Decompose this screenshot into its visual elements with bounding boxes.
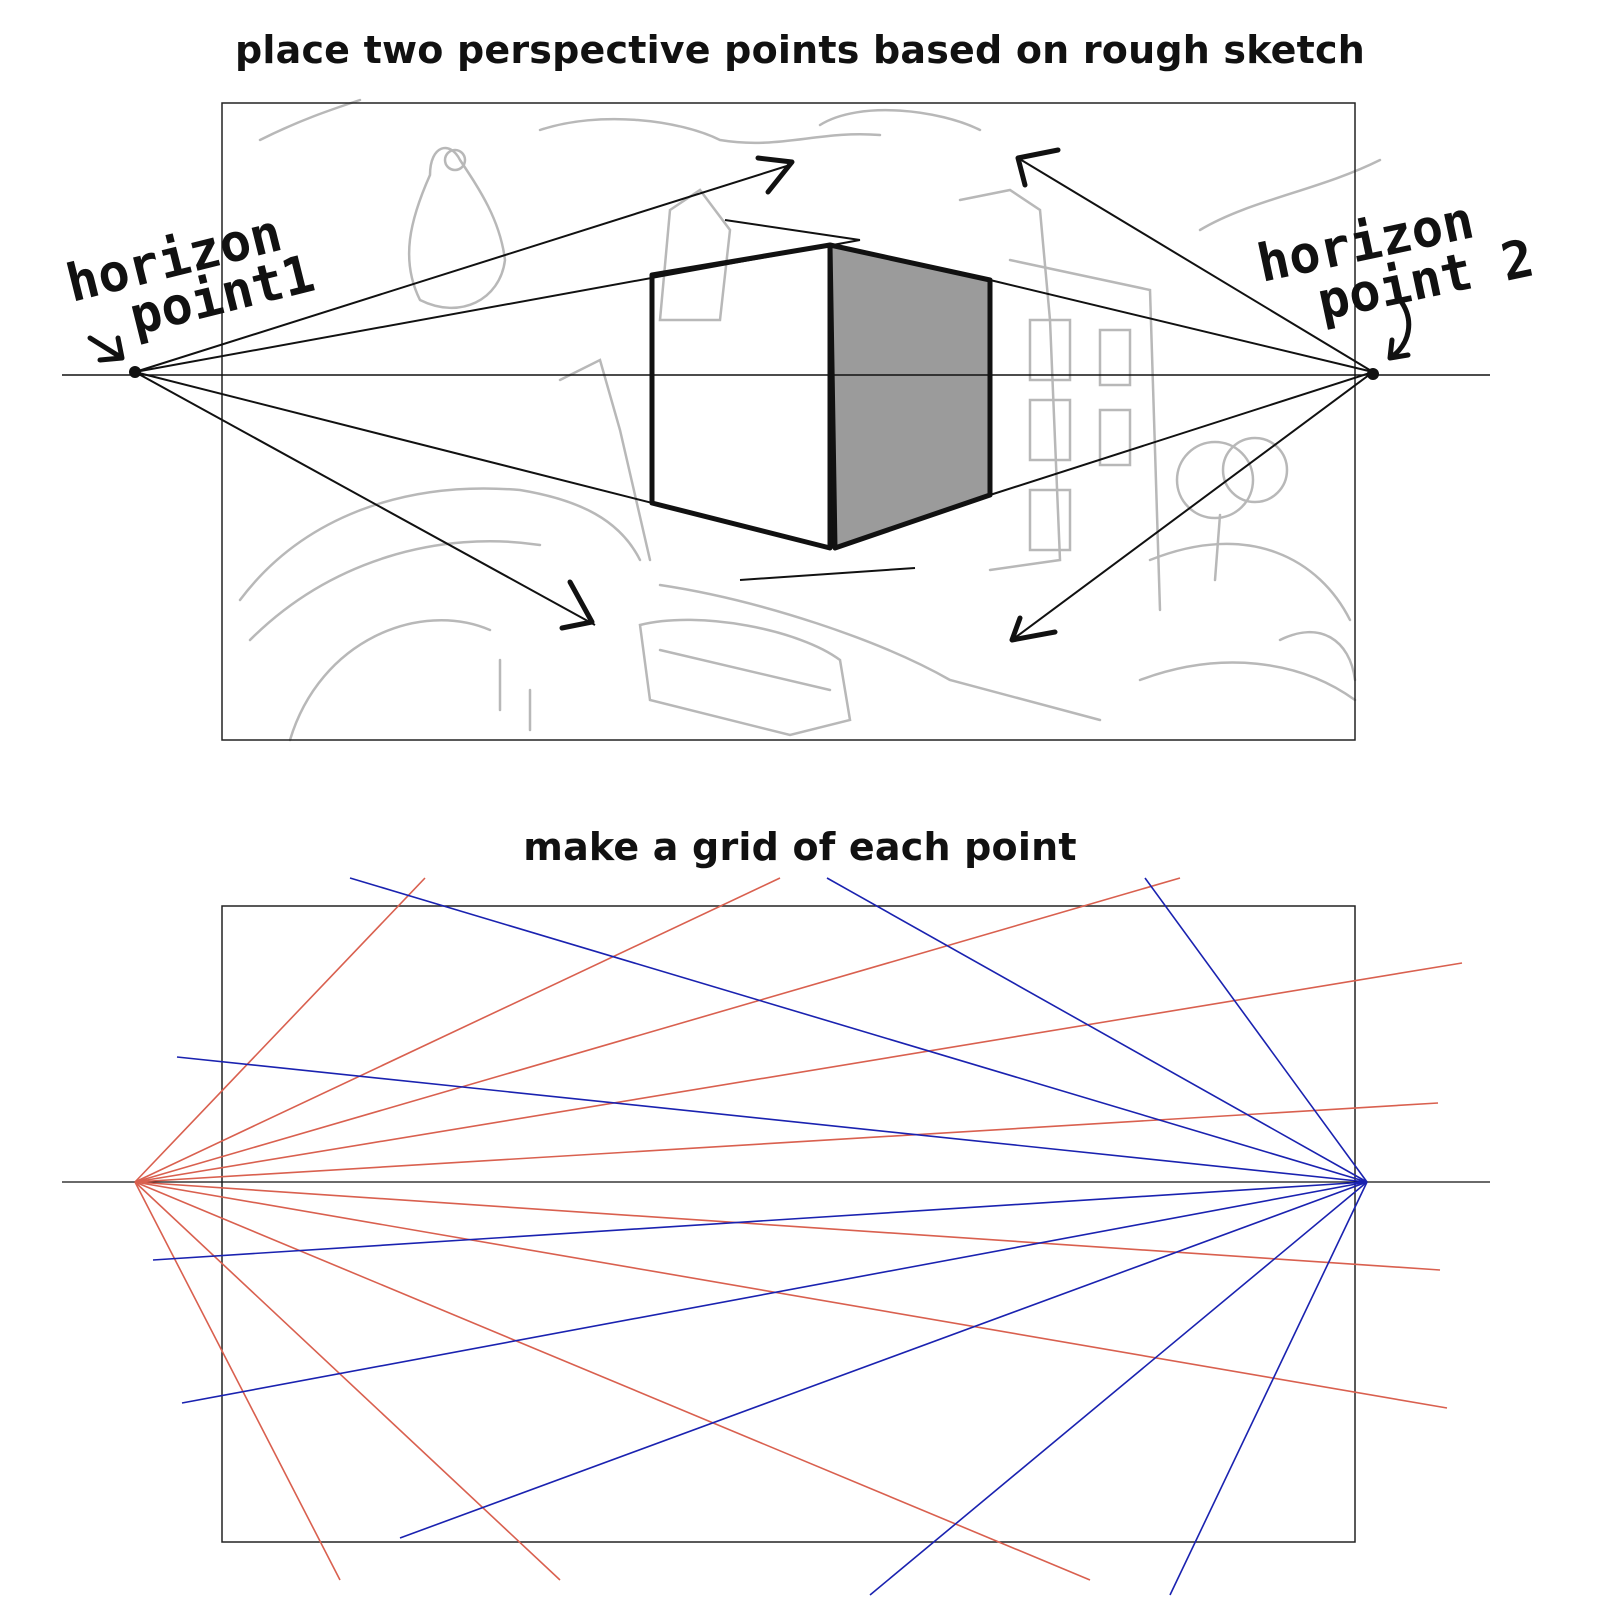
point2-grid-line [826, 877, 1368, 1183]
sketch-window [1098, 408, 1132, 467]
point1-grid-line [134, 962, 1463, 1183]
point2-grid-line [1144, 877, 1368, 1183]
sketch-window [1028, 318, 1072, 382]
block-shaded-face [830, 245, 990, 548]
point2-grid-line [1169, 1181, 1368, 1596]
sketch-posts [498, 658, 532, 732]
point2-grid-line [176, 1056, 1368, 1183]
point2-grid [152, 877, 1368, 1596]
perspective-block [649, 242, 993, 551]
block-right-face [827, 242, 993, 551]
point1-ray [134, 371, 596, 626]
label-arrow-point1-icon [87, 335, 125, 363]
rough-sketch [238, 98, 1382, 742]
sketch-arch [288, 619, 492, 742]
sketch-cloud [1198, 158, 1382, 232]
point2-grid-line [152, 1181, 1368, 1261]
point2-ray [1011, 371, 1374, 641]
block-left-face [649, 242, 833, 551]
block-top-edge-ext [724, 219, 861, 241]
sketch-cloud [258, 98, 362, 142]
block-bottom-edge-ext [739, 567, 916, 581]
sketch-tram [658, 648, 832, 692]
point2-grid-line [869, 1181, 1368, 1596]
sketch-tram [638, 618, 852, 737]
sketch-bridge-right [1138, 661, 1357, 702]
sketch-cloud [538, 117, 882, 145]
arrow-up-right-icon [755, 155, 795, 195]
point1-grid-line [134, 1102, 1439, 1183]
label-arrow-point2-icon [1387, 297, 1412, 361]
point2-grid-line [181, 1181, 1368, 1404]
ray-arrowheads [559, 147, 1061, 643]
horizon-point1-dot [129, 366, 141, 378]
sketch-window [1028, 488, 1072, 552]
point1-grid-line [134, 1181, 561, 1581]
sketch-street [658, 583, 1102, 722]
point2-ray [1017, 157, 1374, 373]
sketch-bridge [238, 487, 642, 602]
point1-grid-line [134, 877, 426, 1183]
sketch-bird-eye [443, 148, 467, 172]
point1-grid-line [134, 877, 1181, 1183]
arrow-up-left-icon [1015, 147, 1061, 188]
sketch-bridge [248, 540, 542, 642]
sketch-building [558, 358, 652, 562]
point1-ray [134, 164, 791, 373]
point1-grid-line [134, 1181, 1448, 1409]
sketch-window [1098, 328, 1132, 387]
point2-ray [989, 371, 1374, 496]
point2-grid-line [399, 1181, 1368, 1539]
point1-grid-line [134, 1181, 1091, 1581]
panel1-title: place two perspective points based on ro… [234, 28, 1366, 72]
sketch-tree-right [1221, 436, 1289, 504]
sketch-building [1008, 258, 1162, 612]
point2-ray [989, 279, 1374, 373]
sketch-tree-right [1175, 440, 1255, 520]
sketch-bridge-right [1278, 630, 1357, 682]
arrow-down-right-icon [559, 579, 595, 631]
panel2-title: make a grid of each point [523, 825, 1077, 869]
sketch-building [958, 188, 1062, 572]
sketch-window [1028, 398, 1072, 462]
point1-grid [134, 877, 1463, 1581]
horizon-point2-dot [1367, 368, 1379, 380]
panel2-frame [221, 905, 1356, 1543]
panel1-frame [221, 102, 1356, 741]
point2-grid-line [349, 877, 1368, 1183]
point1-grid-line [134, 1181, 341, 1581]
point2-rays [724, 157, 1374, 641]
sketch-tree-right [1213, 513, 1222, 582]
point1-grid-line [134, 877, 781, 1183]
point1-grid-line [134, 1181, 1441, 1271]
arrow-down-left-icon [1009, 615, 1058, 643]
sketch-tree [658, 188, 732, 322]
sketch-street [1148, 542, 1352, 622]
sketch-bird [407, 146, 507, 310]
sketch-cloud [818, 108, 982, 132]
label-arrows [87, 297, 1412, 363]
